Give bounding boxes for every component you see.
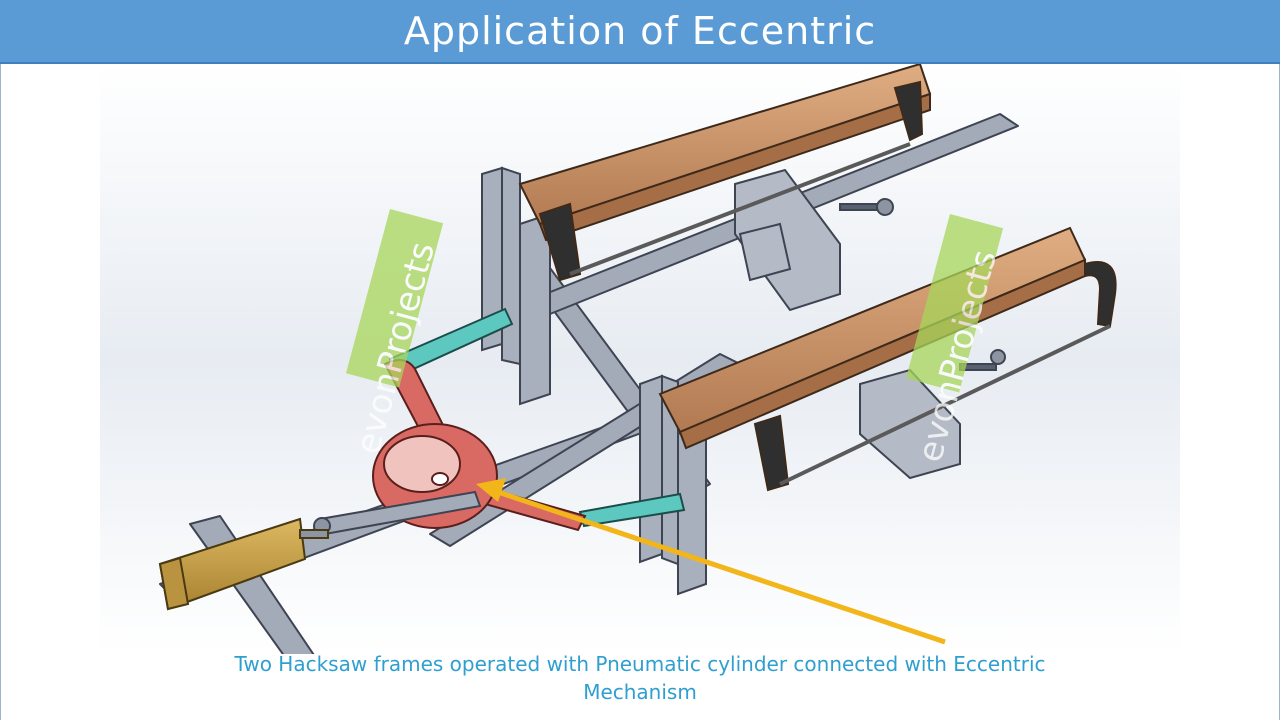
eccentric-mechanism (372, 359, 587, 532)
slide-title-bar: Application of Eccentric (0, 0, 1280, 64)
vice-rear-jaw (738, 222, 792, 282)
slide-title: Application of Eccentric (403, 9, 877, 53)
vice-rear-body (734, 168, 841, 312)
slide-caption: Two Hacksaw frames operated with Pneumat… (140, 650, 1140, 706)
rear-post-side (501, 166, 521, 366)
mechanism-diagram: evonProjects evonProjects (100, 64, 1180, 654)
hacksaw-rear-end-right (893, 80, 924, 142)
cylinder-cap (158, 556, 190, 611)
watermark-left-band (346, 209, 444, 388)
hacksaw-front-end-right (1084, 261, 1117, 328)
hacksaw-front-blade (779, 324, 1111, 486)
pneumatic-cylinder (158, 517, 329, 611)
caption-line-2: Mechanism (583, 680, 697, 704)
watermark-right-band (906, 214, 1004, 393)
caption-line-1: Two Hacksaw frames operated with Pneumat… (234, 652, 1046, 676)
front-post-left (639, 374, 663, 564)
rear-post-right (519, 212, 551, 406)
annotation-arrow-head (476, 478, 506, 502)
hacksaw-rear-end-left (538, 202, 582, 282)
eccentric-pivot (431, 472, 449, 486)
slide-border-left (0, 64, 1, 720)
vice-rear-handle (876, 198, 894, 216)
vice-rear-screw (839, 203, 881, 211)
cylinder-rod (299, 529, 329, 539)
hacksaw-rear-beam-side (538, 92, 931, 242)
annotation-arrow-shaft (491, 487, 946, 645)
hacksaw-rear-blade (569, 142, 911, 276)
hacksaw-front-end-left (753, 414, 790, 492)
hacksaw-frame-rear (518, 64, 932, 282)
vice-front-handle (990, 349, 1006, 365)
eccentric-plate-cutout (383, 435, 461, 493)
annotation-arrow (476, 478, 946, 645)
vice-rear (734, 168, 894, 312)
